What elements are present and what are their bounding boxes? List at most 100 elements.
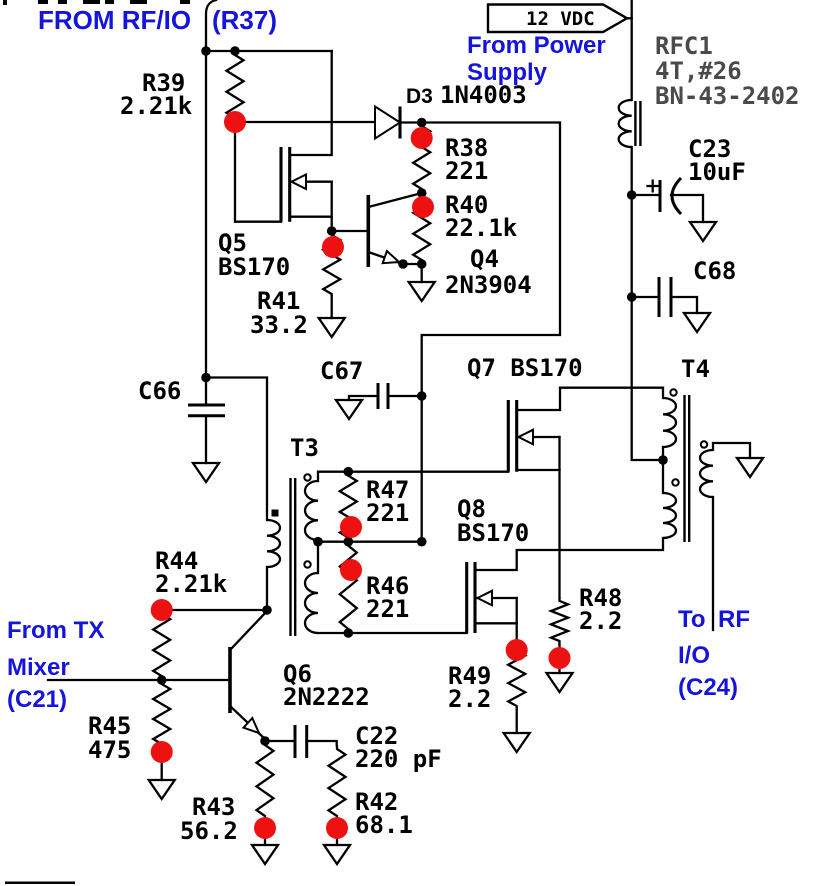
wire-c22-right: [305, 739, 338, 747]
label-t4-ref: T4: [681, 355, 710, 383]
ground-c67: [333, 398, 365, 422]
resistor-r46: [337, 541, 359, 633]
wire-bias-loop: [420, 121, 562, 543]
label-q6-val: 2N2222: [283, 683, 370, 711]
wire-q7-drain: [515, 386, 665, 412]
test-point-r43: [254, 817, 276, 839]
test-point-r41: [322, 236, 344, 258]
label-d3-ref: D3: [406, 85, 433, 108]
wire-12v-down: [630, 145, 665, 462]
ground-r49: [501, 731, 532, 755]
label-c22-ref: C22: [355, 722, 398, 750]
mosfet-q8: [465, 562, 493, 633]
ground-c66: [190, 461, 222, 485]
resistor-r43: [254, 741, 276, 820]
test-point-r42: [326, 817, 348, 839]
label-r43-val: 56.2: [180, 817, 238, 845]
label-q4-ref: Q4: [470, 245, 499, 273]
q7-body-arrow: [516, 428, 534, 446]
capacitor-c23-polarized: [646, 176, 683, 216]
label-r47-val: 221: [366, 499, 409, 527]
label-q7-ref: Q7 BS170: [467, 354, 583, 382]
t3-phase-dot-top: [303, 473, 312, 482]
ground-symbols: [146, 220, 766, 867]
label-rfc1-core: BN-43-2402: [655, 82, 800, 110]
ground-r43: [249, 843, 281, 867]
capacitor-c68: [657, 277, 673, 317]
test-point-r39: [224, 111, 246, 133]
q6-emitter-arrow: [241, 716, 261, 735]
note-from-power-2: Supply: [467, 59, 548, 86]
label-r49-val: 2.2: [448, 685, 491, 713]
label-r42-val: 68.1: [355, 811, 413, 839]
inductor-rfc1: [617, 98, 642, 149]
note-tx-mixer-3: (C21): [7, 686, 67, 713]
label-r40-val: 22.1k: [445, 214, 518, 242]
note-from-rf-io-ref: (R37): [212, 5, 277, 35]
wire-c66-branch: [204, 376, 269, 522]
plus-sign: [646, 179, 660, 193]
label-r45-ref: R45: [88, 712, 131, 740]
wire-t3-sec-top: [316, 470, 510, 483]
test-point-r44: [150, 599, 173, 621]
t4-phase-dot-mid: [671, 478, 680, 487]
component-labels: R39 2.21k D3 1N4003 RFC1 4T,#26 BN-43-24…: [88, 32, 800, 845]
label-r44-val: 2.21k: [155, 570, 228, 598]
note-to-rf-3: I/O: [678, 642, 710, 669]
t4-primary-bottom: [662, 491, 678, 540]
wire-rf-io-input: [204, 0, 218, 379]
t3-secondary-top: [303, 479, 319, 542]
t3-phase-square: [271, 509, 279, 517]
wire-q4-emitter: [366, 250, 423, 284]
label-r39-ref: R39: [142, 69, 185, 97]
note-from-power-1: From Power: [467, 32, 606, 59]
wire-c67-left: [347, 394, 380, 402]
bjt-q6: [228, 647, 261, 735]
wire-c23-right: [669, 193, 705, 224]
wire-q6-collector: [228, 609, 269, 652]
diode-d3: [374, 104, 402, 141]
wire-c68-right: [669, 295, 699, 315]
mosfet-q5: [279, 147, 307, 222]
test-point-r48: [548, 647, 571, 669]
q8-body-arrow: [475, 589, 493, 607]
q5-body-arrow: [289, 172, 307, 191]
label-r46-val: 221: [366, 595, 409, 623]
q4-emitter-arrow: [381, 249, 402, 265]
test-point-r46: [340, 559, 362, 581]
label-r49-ref: R49: [448, 662, 491, 690]
ground-q4: [406, 280, 437, 304]
label-r38-val: 221: [445, 157, 488, 185]
transformer-t3: [266, 473, 319, 636]
label-c67-ref: C67: [320, 357, 363, 385]
wire-q8-drain-t4: [473, 536, 665, 572]
resistor-r45: [150, 680, 173, 748]
test-point-r45: [150, 741, 173, 763]
wires: [46, 0, 752, 847]
test-point-r47: [340, 516, 362, 538]
label-c23-ref: C23: [688, 135, 731, 163]
resistor-r42: [326, 745, 348, 820]
ground-t4-sec: [734, 456, 766, 480]
bjt-q4: [366, 195, 402, 267]
label-c68-ref: C68: [693, 257, 736, 285]
resistor-r48: [547, 597, 572, 645]
cropped-artifact-line: [5, 881, 75, 884]
label-c66-ref: C66: [138, 377, 181, 405]
t4-secondary: [698, 448, 714, 499]
capacitor-c22: [293, 725, 309, 758]
note-to-rf-2: RF: [718, 606, 750, 633]
label-q8-val: BS170: [457, 519, 529, 547]
cropped-text-fragments: [3, 0, 190, 5]
label-q5-ref: Q5: [218, 229, 247, 257]
ground-c23: [687, 220, 719, 244]
t4-primary-top: [662, 396, 678, 449]
test-point-r40: [412, 196, 434, 218]
t4-phase-dot-sec: [699, 440, 709, 449]
label-r41-val: 33.2: [250, 311, 308, 339]
label-r40-ref: R40: [445, 191, 488, 219]
wire-q5-drain-feed: [288, 49, 333, 157]
t4-phase-dot-top: [669, 388, 678, 397]
label-c22-val: 220 pF: [355, 745, 442, 773]
